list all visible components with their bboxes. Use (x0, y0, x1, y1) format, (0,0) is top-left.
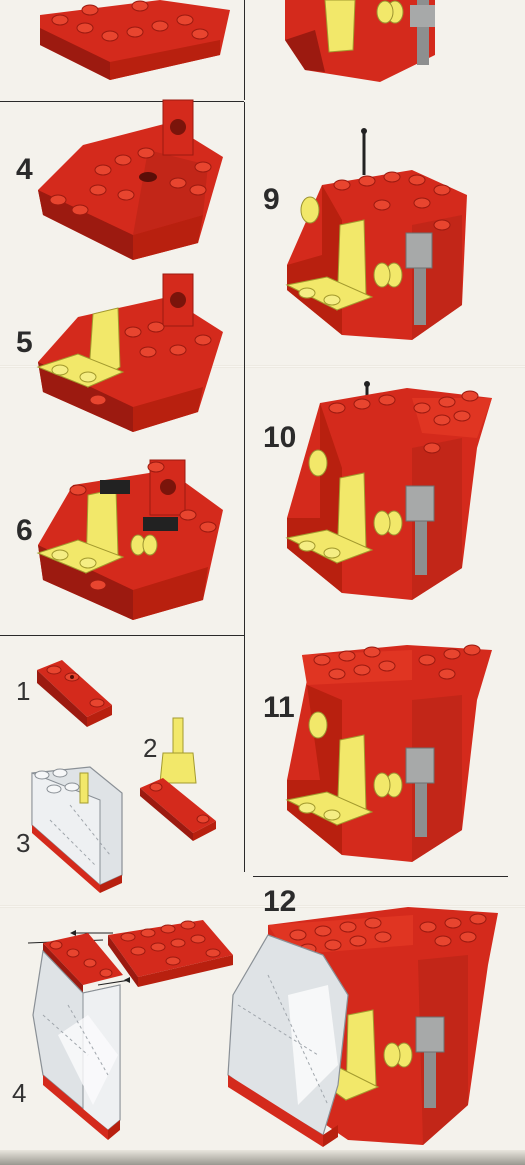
panel-divider (0, 635, 244, 636)
fold-line (0, 905, 525, 908)
step-10-model (285, 381, 492, 600)
step-number-6: 6 (16, 514, 33, 547)
panel-divider (0, 101, 244, 102)
step-12-model (227, 907, 498, 1147)
step-number-10: 10 (263, 421, 297, 454)
step-number-12: 12 (263, 885, 297, 918)
step-5-model (36, 273, 223, 432)
substep-1-model (37, 660, 112, 727)
substep-4-model (27, 920, 233, 1140)
substep-number-3: 3 (16, 828, 31, 858)
fold-line (0, 365, 525, 368)
step-9-model (285, 128, 467, 340)
step-8-model-partial (285, 0, 435, 82)
substep-3-model (31, 766, 123, 893)
step-number-4: 4 (16, 153, 33, 186)
step-11-model (285, 644, 492, 862)
panel-divider (244, 102, 245, 872)
step-number-9: 9 (263, 183, 280, 216)
step-number-11: 11 (263, 691, 295, 724)
panel-divider (253, 876, 508, 877)
page-bottom-edge (0, 1150, 525, 1165)
substep-number-1: 1 (16, 676, 31, 706)
substep-number-2: 2 (143, 733, 158, 763)
substep-number-4: 4 (12, 1078, 27, 1108)
step-4-model (38, 99, 223, 260)
substep-2-model (140, 717, 216, 841)
panel-divider (244, 0, 245, 100)
step-number-5: 5 (16, 326, 33, 359)
step-3-model-partial (40, 0, 230, 80)
step-6-model (36, 459, 223, 620)
